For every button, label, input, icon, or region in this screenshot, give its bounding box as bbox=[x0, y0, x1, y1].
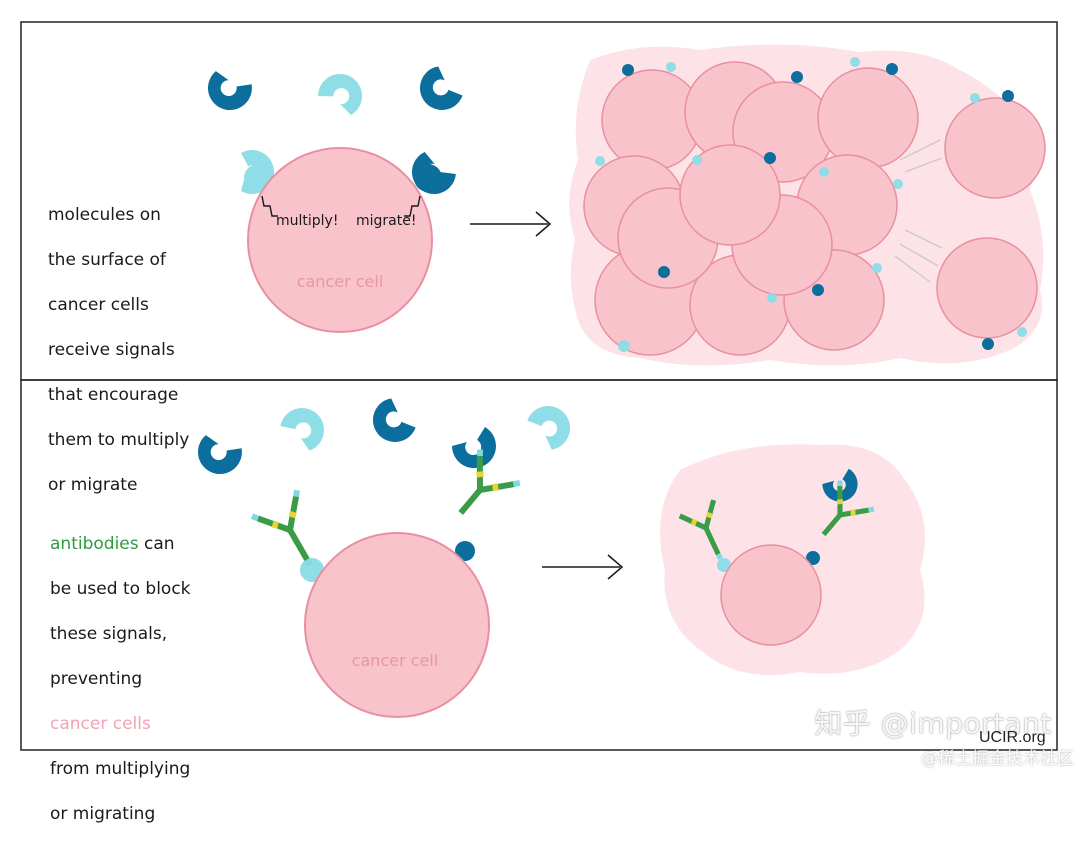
tumor-cell-migrating bbox=[944, 97, 1046, 199]
signal-arrow-left bbox=[261, 195, 278, 217]
caption-line: them to multiply bbox=[48, 429, 190, 450]
signal-molecule-icon bbox=[419, 66, 463, 111]
watermark: 知乎 @important bbox=[814, 707, 1052, 740]
signal-molecule-icon bbox=[822, 468, 858, 502]
bottom-panel-frame bbox=[20, 379, 1058, 751]
antibody-bound-signal bbox=[451, 427, 521, 515]
top-free-signals bbox=[207, 66, 463, 116]
receptor-free bbox=[806, 551, 820, 565]
bottom-cancer-cell-group: cancer cell bbox=[250, 489, 490, 718]
caption-line: the surface of bbox=[48, 249, 166, 270]
tumor-cluster-cells bbox=[583, 61, 1046, 356]
caption-line: cancer cells bbox=[48, 294, 149, 315]
signal-molecule-icon bbox=[451, 427, 496, 469]
caption-line: molecules on bbox=[48, 204, 161, 225]
blocked-cancer-cell bbox=[720, 544, 822, 646]
receptor-blocked bbox=[717, 558, 731, 572]
bottom-free-signals bbox=[197, 398, 571, 475]
caption-line: from multiplying bbox=[50, 758, 191, 779]
bottom-caption: antibodies can be used to block these si… bbox=[50, 510, 250, 848]
tumor-cell-migrating bbox=[936, 237, 1038, 339]
cluster-receptors bbox=[595, 57, 1027, 352]
antibody-icon bbox=[250, 489, 313, 567]
antibody-icon bbox=[458, 449, 521, 515]
caption-line: or migrating bbox=[50, 803, 156, 824]
signal-arrow-right bbox=[404, 195, 421, 217]
caption-line: preventing bbox=[50, 668, 143, 689]
signal-molecule-icon bbox=[412, 152, 456, 194]
caption-line: that encourage bbox=[48, 384, 179, 405]
signal-label-migrate: migrate! bbox=[356, 213, 416, 229]
cancer-cell bbox=[304, 532, 490, 718]
signal-molecule-icon bbox=[241, 150, 275, 195]
caption-cancer-cells: cancer cells bbox=[50, 713, 151, 734]
caption-line: or migrate bbox=[48, 474, 138, 495]
cancer-cell bbox=[247, 147, 433, 333]
top-process-arrow bbox=[470, 211, 552, 237]
tumor-cell bbox=[817, 67, 919, 169]
top-caption: molecules on the surface of cancer cells… bbox=[48, 181, 228, 519]
top-cancer-cell-group: multiply! migrate! cancer cell bbox=[241, 147, 456, 333]
caption-line: receive signals bbox=[48, 339, 175, 360]
caption-can: can bbox=[138, 533, 175, 554]
signal-molecule-icon bbox=[207, 71, 252, 111]
antibody-icon bbox=[678, 499, 723, 560]
signal-molecule-icon bbox=[280, 407, 325, 451]
signal-molecule-icon bbox=[318, 73, 363, 116]
bottom-process-arrow bbox=[542, 554, 624, 580]
blocked-cell-group bbox=[678, 468, 875, 646]
signal-label-multiply: multiply! bbox=[276, 213, 338, 229]
caption-line: be used to block bbox=[50, 578, 191, 599]
signal-molecule-icon bbox=[372, 398, 416, 443]
antibody-icon bbox=[821, 480, 875, 537]
migration-lines bbox=[894, 139, 943, 283]
credit-label: UCIR.org bbox=[979, 729, 1046, 746]
watermark-secondary: @稀土掘金技术社区 bbox=[921, 749, 1074, 769]
caption-line: these signals, bbox=[50, 623, 168, 644]
cancer-cell-label: cancer cell bbox=[352, 651, 439, 670]
caption-antibodies: antibodies bbox=[50, 533, 139, 554]
cancer-cell-label: cancer cell bbox=[297, 272, 384, 291]
signal-molecule-icon bbox=[527, 405, 571, 450]
receptor-free bbox=[455, 541, 475, 561]
caption-line: antibodies can bbox=[50, 533, 250, 556]
tumor-cell bbox=[679, 144, 781, 246]
diagram-canvas: multiply! migrate! cancer cell bbox=[20, 21, 1058, 751]
signal-molecule-icon bbox=[197, 435, 242, 475]
